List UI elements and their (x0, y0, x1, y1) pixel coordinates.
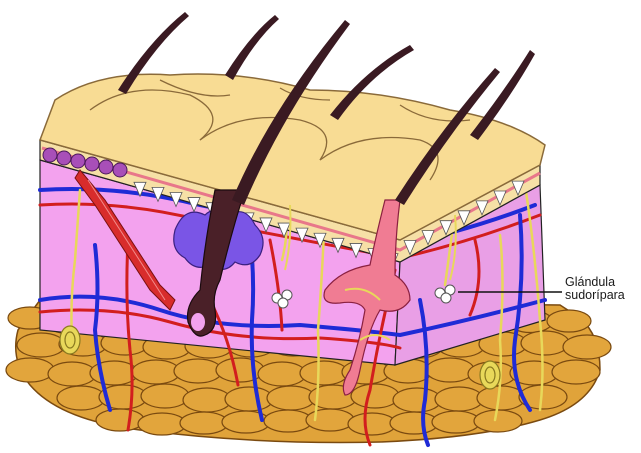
fat-cell-icon (426, 358, 474, 382)
fat-cell-icon (258, 362, 306, 386)
fat-cell-icon (351, 384, 399, 408)
fat-cell-icon (17, 333, 65, 357)
fat-cell-icon (183, 388, 231, 412)
fat-cell-icon (390, 412, 438, 434)
fat-cell-icon (563, 335, 611, 359)
fat-cell-icon (225, 387, 273, 411)
fat-cell-icon (216, 358, 264, 382)
fat-cell-icon (393, 388, 441, 412)
fat-cell-icon (6, 358, 54, 382)
dermal-papilla (113, 163, 127, 177)
fat-cell-icon (132, 360, 180, 384)
fat-cell-icon (96, 409, 144, 431)
dermal-papilla (85, 157, 99, 171)
fat-cell-icon (435, 387, 483, 411)
fat-cell-icon (306, 409, 354, 431)
sweat-gland-label: Glándula sudorípara (565, 276, 625, 302)
dermal-papilla (99, 160, 113, 174)
fat-cell-icon (521, 331, 569, 355)
fat-cell-icon (300, 361, 348, 385)
fat-cell-icon (474, 410, 522, 432)
dermal-papilla (57, 151, 71, 165)
fat-cell-icon (180, 412, 228, 434)
fat-cell-icon (48, 362, 96, 386)
fat-cell-icon (547, 310, 591, 332)
fat-cell-icon (57, 386, 105, 410)
fat-cell-icon (174, 359, 222, 383)
dermal-papilla (71, 154, 85, 168)
fat-cell-icon (552, 360, 600, 384)
fat-cell-icon (138, 413, 186, 435)
fat-cell-icon (348, 413, 396, 435)
dermal-papilla (43, 148, 57, 162)
fat-cell-icon (141, 384, 189, 408)
fat-cell-icon (222, 411, 270, 433)
sweat-gland-label-line2: sudorípara (565, 289, 625, 302)
fat-cell-icon (432, 411, 480, 433)
fat-cell-icon (267, 386, 315, 410)
fat-cell-icon (264, 410, 312, 432)
